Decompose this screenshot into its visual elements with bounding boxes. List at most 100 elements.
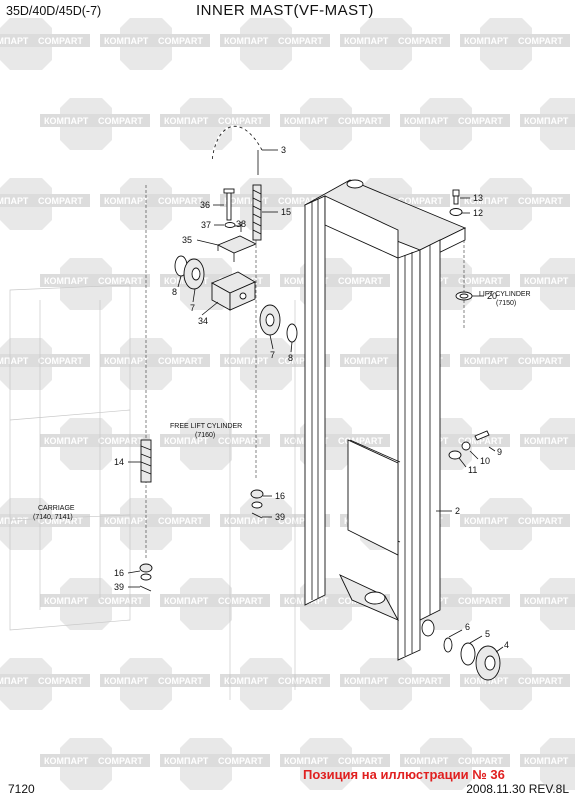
nut-and-pin-set bbox=[139, 489, 264, 592]
svg-text:COMPART: COMPART bbox=[158, 36, 203, 46]
svg-text:COMPART: COMPART bbox=[278, 516, 323, 526]
svg-text:КОМПАРТ: КОМПАРТ bbox=[164, 756, 209, 766]
svg-text:COMPART: COMPART bbox=[458, 276, 503, 286]
watermark-tile: КОМПАРТ COMPART bbox=[160, 738, 270, 790]
svg-text:COMPART: COMPART bbox=[38, 36, 83, 46]
carriage-label: CARRIAGE bbox=[38, 505, 75, 512]
svg-text:КОМПАРТ: КОМПАРТ bbox=[224, 36, 269, 46]
svg-text:COMPART: COMPART bbox=[458, 596, 503, 606]
callout-39-upper: 39 bbox=[275, 512, 285, 522]
free-lift-cylinder-ref: (7160) bbox=[195, 432, 215, 439]
callout-35: 35 bbox=[182, 235, 192, 245]
svg-text:КОМПАРТ: КОМПАРТ bbox=[224, 516, 269, 526]
svg-text:КОМПАРТ: КОМПАРТ bbox=[44, 596, 89, 606]
svg-text:COMPART: COMPART bbox=[338, 276, 383, 286]
watermark-tile: КОМПАРТ COMPART bbox=[100, 18, 210, 70]
svg-text:КОМПАРТ: КОМПАРТ bbox=[104, 516, 149, 526]
svg-text:КОМПАРТ: КОМПАРТ bbox=[464, 676, 509, 686]
svg-text:КОМПАРТ: КОМПАРТ bbox=[464, 196, 509, 206]
svg-text:КОМПАРТ: КОМПАРТ bbox=[104, 356, 149, 366]
callout-7-left: 7 bbox=[190, 303, 195, 313]
svg-text:КОМПАРТ: КОМПАРТ bbox=[0, 516, 29, 526]
callout-11: 11 bbox=[468, 465, 477, 475]
svg-text:КОМПАРТ: КОМПАРТ bbox=[284, 116, 329, 126]
callout-16-lower: 16 bbox=[114, 568, 124, 578]
callout-15: 15 bbox=[281, 207, 291, 217]
watermark-tile: КОМПАРТ COMPART bbox=[220, 18, 330, 70]
svg-text:COMPART: COMPART bbox=[278, 36, 323, 46]
svg-text:COMPART: COMPART bbox=[458, 756, 503, 766]
svg-text:КОМПАРТ: КОМПАРТ bbox=[164, 116, 209, 126]
svg-text:КОМПАРТ: КОМПАРТ bbox=[524, 436, 569, 446]
svg-text:КОМПАРТ: КОМПАРТ bbox=[224, 676, 269, 686]
svg-text:КОМПАРТ: КОМПАРТ bbox=[344, 36, 389, 46]
svg-text:КОМПАРТ: КОМПАРТ bbox=[404, 756, 449, 766]
svg-text:COMPART: COMPART bbox=[518, 36, 563, 46]
page-number: 7120 bbox=[8, 782, 35, 796]
svg-text:КОМПАРТ: КОМПАРТ bbox=[44, 436, 89, 446]
svg-text:COMPART: COMPART bbox=[98, 756, 143, 766]
top-bolt-washer bbox=[449, 189, 473, 301]
watermark-tile: КОМПАРТ COMPART bbox=[40, 98, 150, 150]
svg-text:КОМПАРТ: КОМПАРТ bbox=[44, 276, 89, 286]
svg-text:КОМПАРТ: КОМПАРТ bbox=[404, 116, 449, 126]
svg-text:КОМПАРТ: КОМПАРТ bbox=[104, 36, 149, 46]
callout-14: 14 bbox=[114, 457, 124, 467]
callout-10: 10 bbox=[480, 456, 490, 466]
svg-text:COMPART: COMPART bbox=[38, 356, 83, 366]
svg-text:COMPART: COMPART bbox=[518, 676, 563, 686]
free-lift-cylinder-label: FREE LIFT CYLINDER bbox=[170, 423, 242, 430]
callout-2: 2 bbox=[455, 506, 460, 516]
watermark-tile: КОМПАРТ COMPART bbox=[100, 498, 210, 550]
callout-36: 36 bbox=[200, 200, 210, 210]
watermark-tile: КОМПАРТ COMPART bbox=[0, 498, 90, 550]
svg-text:COMPART: COMPART bbox=[218, 756, 263, 766]
callout-39-lower: 39 bbox=[114, 582, 124, 592]
model-code: 35D/40D/45D(-7) bbox=[6, 4, 102, 18]
watermark-tile: КОМПАРТ COMPART bbox=[400, 738, 510, 790]
watermark-tile: КОМПАРТ COMPART bbox=[220, 498, 330, 550]
svg-text:COMPART: COMPART bbox=[158, 516, 203, 526]
assembly-guide-lines bbox=[145, 185, 465, 560]
callout-3: 3 bbox=[281, 145, 286, 155]
lift-cylinder-ref: (7150) bbox=[496, 300, 516, 307]
svg-text:КОМПАРТ: КОМПАРТ bbox=[284, 756, 329, 766]
svg-text:COMPART: COMPART bbox=[38, 516, 83, 526]
svg-text:COMPART: COMPART bbox=[518, 516, 563, 526]
chain-anchor-bolt bbox=[223, 184, 262, 241]
svg-text:COMPART: COMPART bbox=[98, 116, 143, 126]
sheave-assembly bbox=[174, 255, 298, 343]
watermark-tile: КОМПАРТ COMPART bbox=[280, 98, 390, 150]
svg-text:КОМПАРТ: КОМПАРТ bbox=[224, 356, 269, 366]
callout-4: 4 bbox=[504, 640, 509, 650]
svg-text:COMPART: COMPART bbox=[338, 436, 383, 446]
callout-20: 20 bbox=[487, 291, 497, 301]
callout-numbers: 3 36 15 37 38 35 8 7 34 7 8 13 12 20 9 1… bbox=[114, 145, 509, 650]
svg-text:КОМПАРТ: КОМПАРТ bbox=[44, 116, 89, 126]
svg-text:COMPART: COMPART bbox=[338, 116, 383, 126]
callout-6: 6 bbox=[465, 622, 470, 632]
svg-text:COMPART: COMPART bbox=[398, 36, 443, 46]
bracket-part bbox=[216, 235, 258, 262]
svg-text:КОМПАРТ: КОМПАРТ bbox=[524, 116, 569, 126]
callout-7-right: 7 bbox=[270, 350, 275, 360]
svg-text:COMPART: COMPART bbox=[158, 196, 203, 206]
callout-leader-lines bbox=[127, 149, 504, 653]
svg-text:КОМПАРТ: КОМПАРТ bbox=[344, 356, 389, 366]
